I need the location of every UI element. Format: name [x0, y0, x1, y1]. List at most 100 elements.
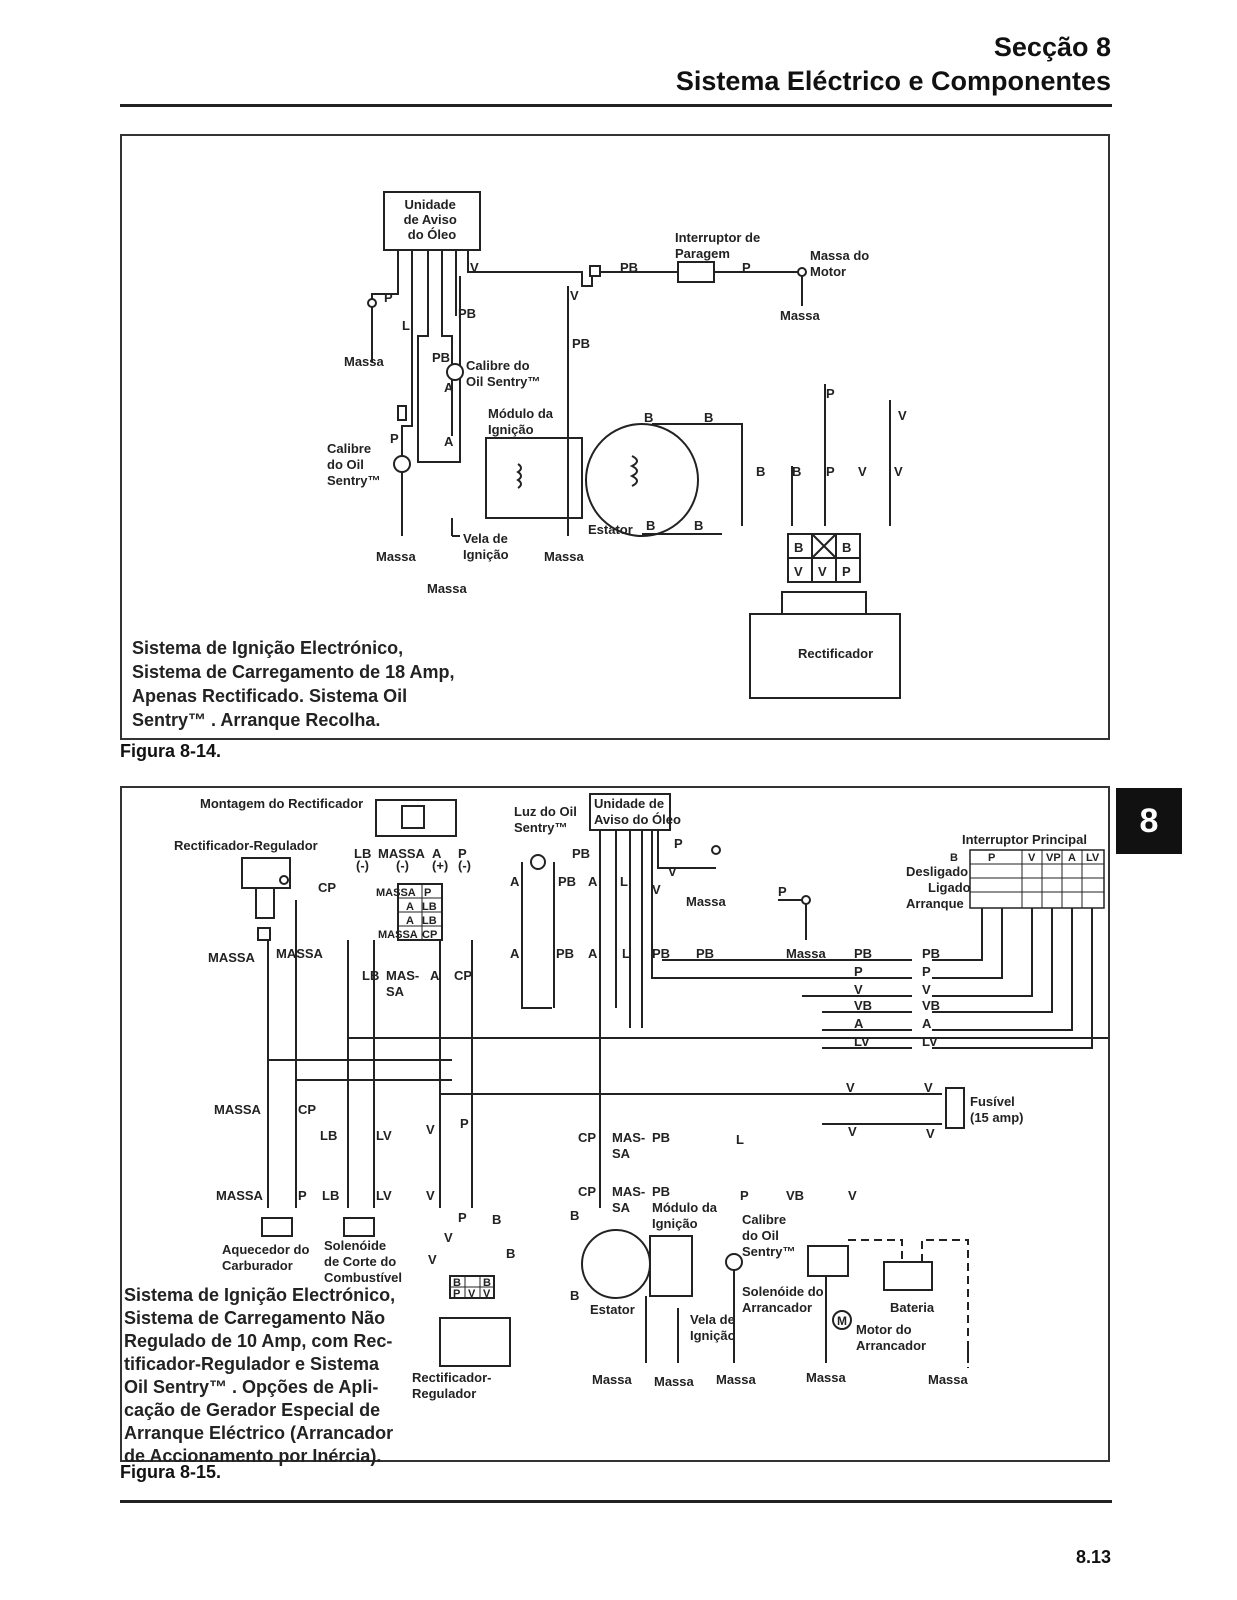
svg-text:P: P — [674, 836, 683, 851]
svg-text:P: P — [424, 887, 431, 899]
oil-sentry-gauge-label: Calibre do Oil Sentry™ — [742, 1212, 795, 1259]
svg-text:LB: LB — [322, 1188, 339, 1203]
spark-plug-label: Vela de Ignição — [463, 531, 511, 562]
oil-warning-unit-box — [383, 191, 481, 251]
oil-sentry-gauge-left-label: Calibre do Oil Sentry™ — [327, 441, 380, 488]
svg-text:V: V — [848, 1188, 857, 1203]
svg-text:LB: LB — [362, 968, 379, 983]
svg-text:B: B — [704, 410, 713, 425]
svg-text:Arranque: Arranque — [906, 896, 964, 911]
figure-8-15-description: Sistema de Ignição Electrónico, Sistema … — [124, 1285, 396, 1466]
svg-text:PB: PB — [922, 946, 940, 961]
svg-text:P: P — [740, 1188, 749, 1203]
svg-text:LV: LV — [376, 1128, 392, 1143]
svg-text:Massa: Massa — [806, 1370, 847, 1385]
svg-text:V: V — [926, 1126, 935, 1141]
rectifier-label: Rectificador — [798, 646, 873, 661]
svg-text:PB: PB — [652, 1130, 670, 1145]
svg-text:V: V — [483, 1288, 491, 1300]
svg-text:CP: CP — [454, 968, 472, 983]
svg-text:CP: CP — [422, 929, 437, 941]
svg-text:V: V — [894, 464, 903, 479]
spark-plug-label: Vela de Ignição — [690, 1312, 738, 1343]
svg-text:B: B — [644, 410, 653, 425]
header-rule — [120, 104, 1112, 107]
svg-text:PB: PB — [432, 350, 450, 365]
svg-text:A: A — [854, 1016, 864, 1031]
svg-text:MASSA: MASSA — [376, 887, 416, 899]
figure-8-15-frame: Montagem do Rectificador Rectificador-Re… — [120, 786, 1110, 1466]
svg-text:B: B — [453, 1277, 461, 1289]
svg-text:PB: PB — [620, 260, 638, 275]
svg-text:PB: PB — [572, 846, 590, 861]
stop-switch-symbol — [677, 261, 715, 283]
starter-motor-label: Motor do Arrancador — [856, 1322, 926, 1353]
section-heading: Secção 8 Sistema Eléctrico e Componentes — [676, 30, 1111, 98]
svg-text:V: V — [668, 864, 677, 879]
svg-text:PB: PB — [696, 946, 714, 961]
engine-ground-label: Massa do Motor — [810, 248, 873, 279]
svg-text:L: L — [620, 874, 628, 889]
svg-text:Massa: Massa — [592, 1372, 633, 1387]
svg-text:Massa: Massa — [786, 946, 827, 961]
svg-text:P: P — [826, 464, 835, 479]
starter-solenoid-label: Solenóide do Arrancador — [742, 1284, 827, 1315]
svg-text:LB: LB — [422, 915, 437, 927]
svg-text:V: V — [922, 982, 931, 997]
svg-text:A: A — [588, 874, 598, 889]
svg-text:PB: PB — [652, 1184, 670, 1199]
svg-text:V: V — [570, 288, 579, 303]
svg-text:LV: LV — [922, 1034, 938, 1049]
svg-text:Massa: Massa — [376, 549, 417, 564]
svg-text:P: P — [842, 564, 851, 579]
svg-text:V: V — [854, 982, 863, 997]
oil-warning-unit-box — [589, 793, 671, 831]
svg-text:VP: VP — [1046, 852, 1061, 864]
main-switch-label: Interruptor Principal — [962, 832, 1087, 847]
main-switch-table: B P V VP A LV — [950, 849, 1105, 909]
svg-text:PB: PB — [854, 946, 872, 961]
svg-text:L: L — [402, 318, 410, 333]
oil-sentry-gauge-symbol — [446, 363, 464, 381]
svg-text:A: A — [1068, 852, 1076, 864]
svg-text:MASSA: MASSA — [378, 929, 418, 941]
svg-text:LB: LB — [320, 1128, 337, 1143]
svg-text:VB: VB — [786, 1188, 804, 1203]
svg-text:B: B — [842, 540, 851, 555]
svg-text:B: B — [756, 464, 765, 479]
footer-rule — [120, 1500, 1112, 1503]
fuse-label: Fusível (15 amp) — [970, 1094, 1023, 1125]
svg-text:PB: PB — [458, 306, 476, 321]
svg-text:P: P — [458, 846, 467, 861]
ignition-module-box — [485, 437, 583, 519]
svg-text:V: V — [444, 1230, 453, 1245]
svg-text:P: P — [854, 964, 863, 979]
svg-text:L: L — [736, 1132, 744, 1147]
svg-text:PB: PB — [652, 946, 670, 961]
section-tab: 8 — [1116, 788, 1182, 854]
ignition-module-label: Módulo da Ignição — [488, 406, 557, 437]
svg-text:Bateria: Bateria — [890, 1300, 935, 1315]
svg-text:Montagem do Rectificador: Montagem do Rectificador — [200, 796, 363, 811]
svg-text:MAS-: MAS- — [612, 1130, 645, 1145]
svg-text:LV: LV — [1086, 852, 1100, 864]
rectifier-connector-grid: MASSA P A LB A LB MASSA CP — [376, 883, 443, 941]
svg-text:V: V — [924, 1080, 933, 1095]
svg-text:V: V — [428, 1252, 437, 1267]
svg-text:MASSA: MASSA — [208, 950, 256, 965]
svg-text:V: V — [470, 260, 479, 275]
svg-text:P: P — [742, 260, 751, 275]
svg-text:P: P — [453, 1288, 460, 1300]
svg-text:A: A — [432, 846, 442, 861]
svg-text:(+): (+) — [432, 858, 448, 873]
svg-text:P: P — [922, 964, 931, 979]
svg-text:(-): (-) — [396, 858, 409, 873]
svg-text:PB: PB — [558, 874, 576, 889]
starter-motor-symbol — [832, 1310, 852, 1330]
svg-text:VB: VB — [854, 998, 872, 1013]
svg-text:PB: PB — [556, 946, 574, 961]
svg-text:P: P — [778, 884, 787, 899]
svg-text:B: B — [570, 1208, 579, 1223]
svg-text:P: P — [384, 290, 393, 305]
svg-text:PB: PB — [572, 336, 590, 351]
